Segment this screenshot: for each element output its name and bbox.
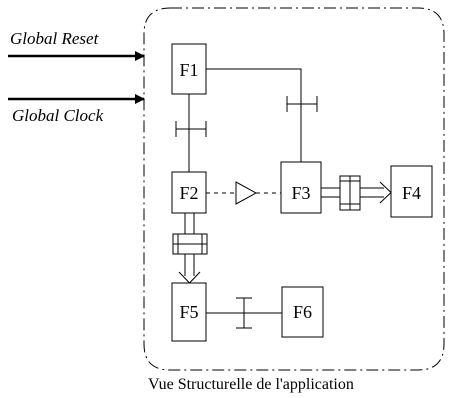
- block-f3[interactable]: F3: [280, 161, 322, 214]
- block-f5-label: F5: [179, 302, 198, 322]
- f1-f3-bus-symbol: [286, 96, 318, 112]
- application-boundary: [143, 7, 445, 371]
- block-f6-label: F6: [293, 302, 312, 322]
- f2-f5-fifo-link: [172, 213, 208, 284]
- f5-f6-bus-symbol: [236, 297, 252, 329]
- block-f1-label: F1: [179, 60, 198, 80]
- f1-f2-bus-symbol: [175, 121, 207, 137]
- buffer-triangle-symbol: [235, 181, 258, 205]
- diagram-caption: Vue Structurelle de l'application: [148, 376, 354, 393]
- global-clock-label: Global Clock: [12, 106, 104, 125]
- block-f4[interactable]: F4: [390, 165, 433, 218]
- block-f2[interactable]: F2: [171, 171, 207, 214]
- block-f3-label: F3: [291, 183, 310, 203]
- f1-f3-connection: [206, 68, 302, 162]
- global-reset-label: Global Reset: [10, 29, 100, 48]
- block-f4-label: F4: [402, 183, 421, 203]
- block-f2-label: F2: [179, 183, 198, 203]
- block-f5[interactable]: F5: [171, 282, 207, 342]
- block-f6[interactable]: F6: [281, 286, 324, 338]
- f3-f4-fifo-link: [321, 175, 392, 211]
- block-f1[interactable]: F1: [171, 43, 207, 95]
